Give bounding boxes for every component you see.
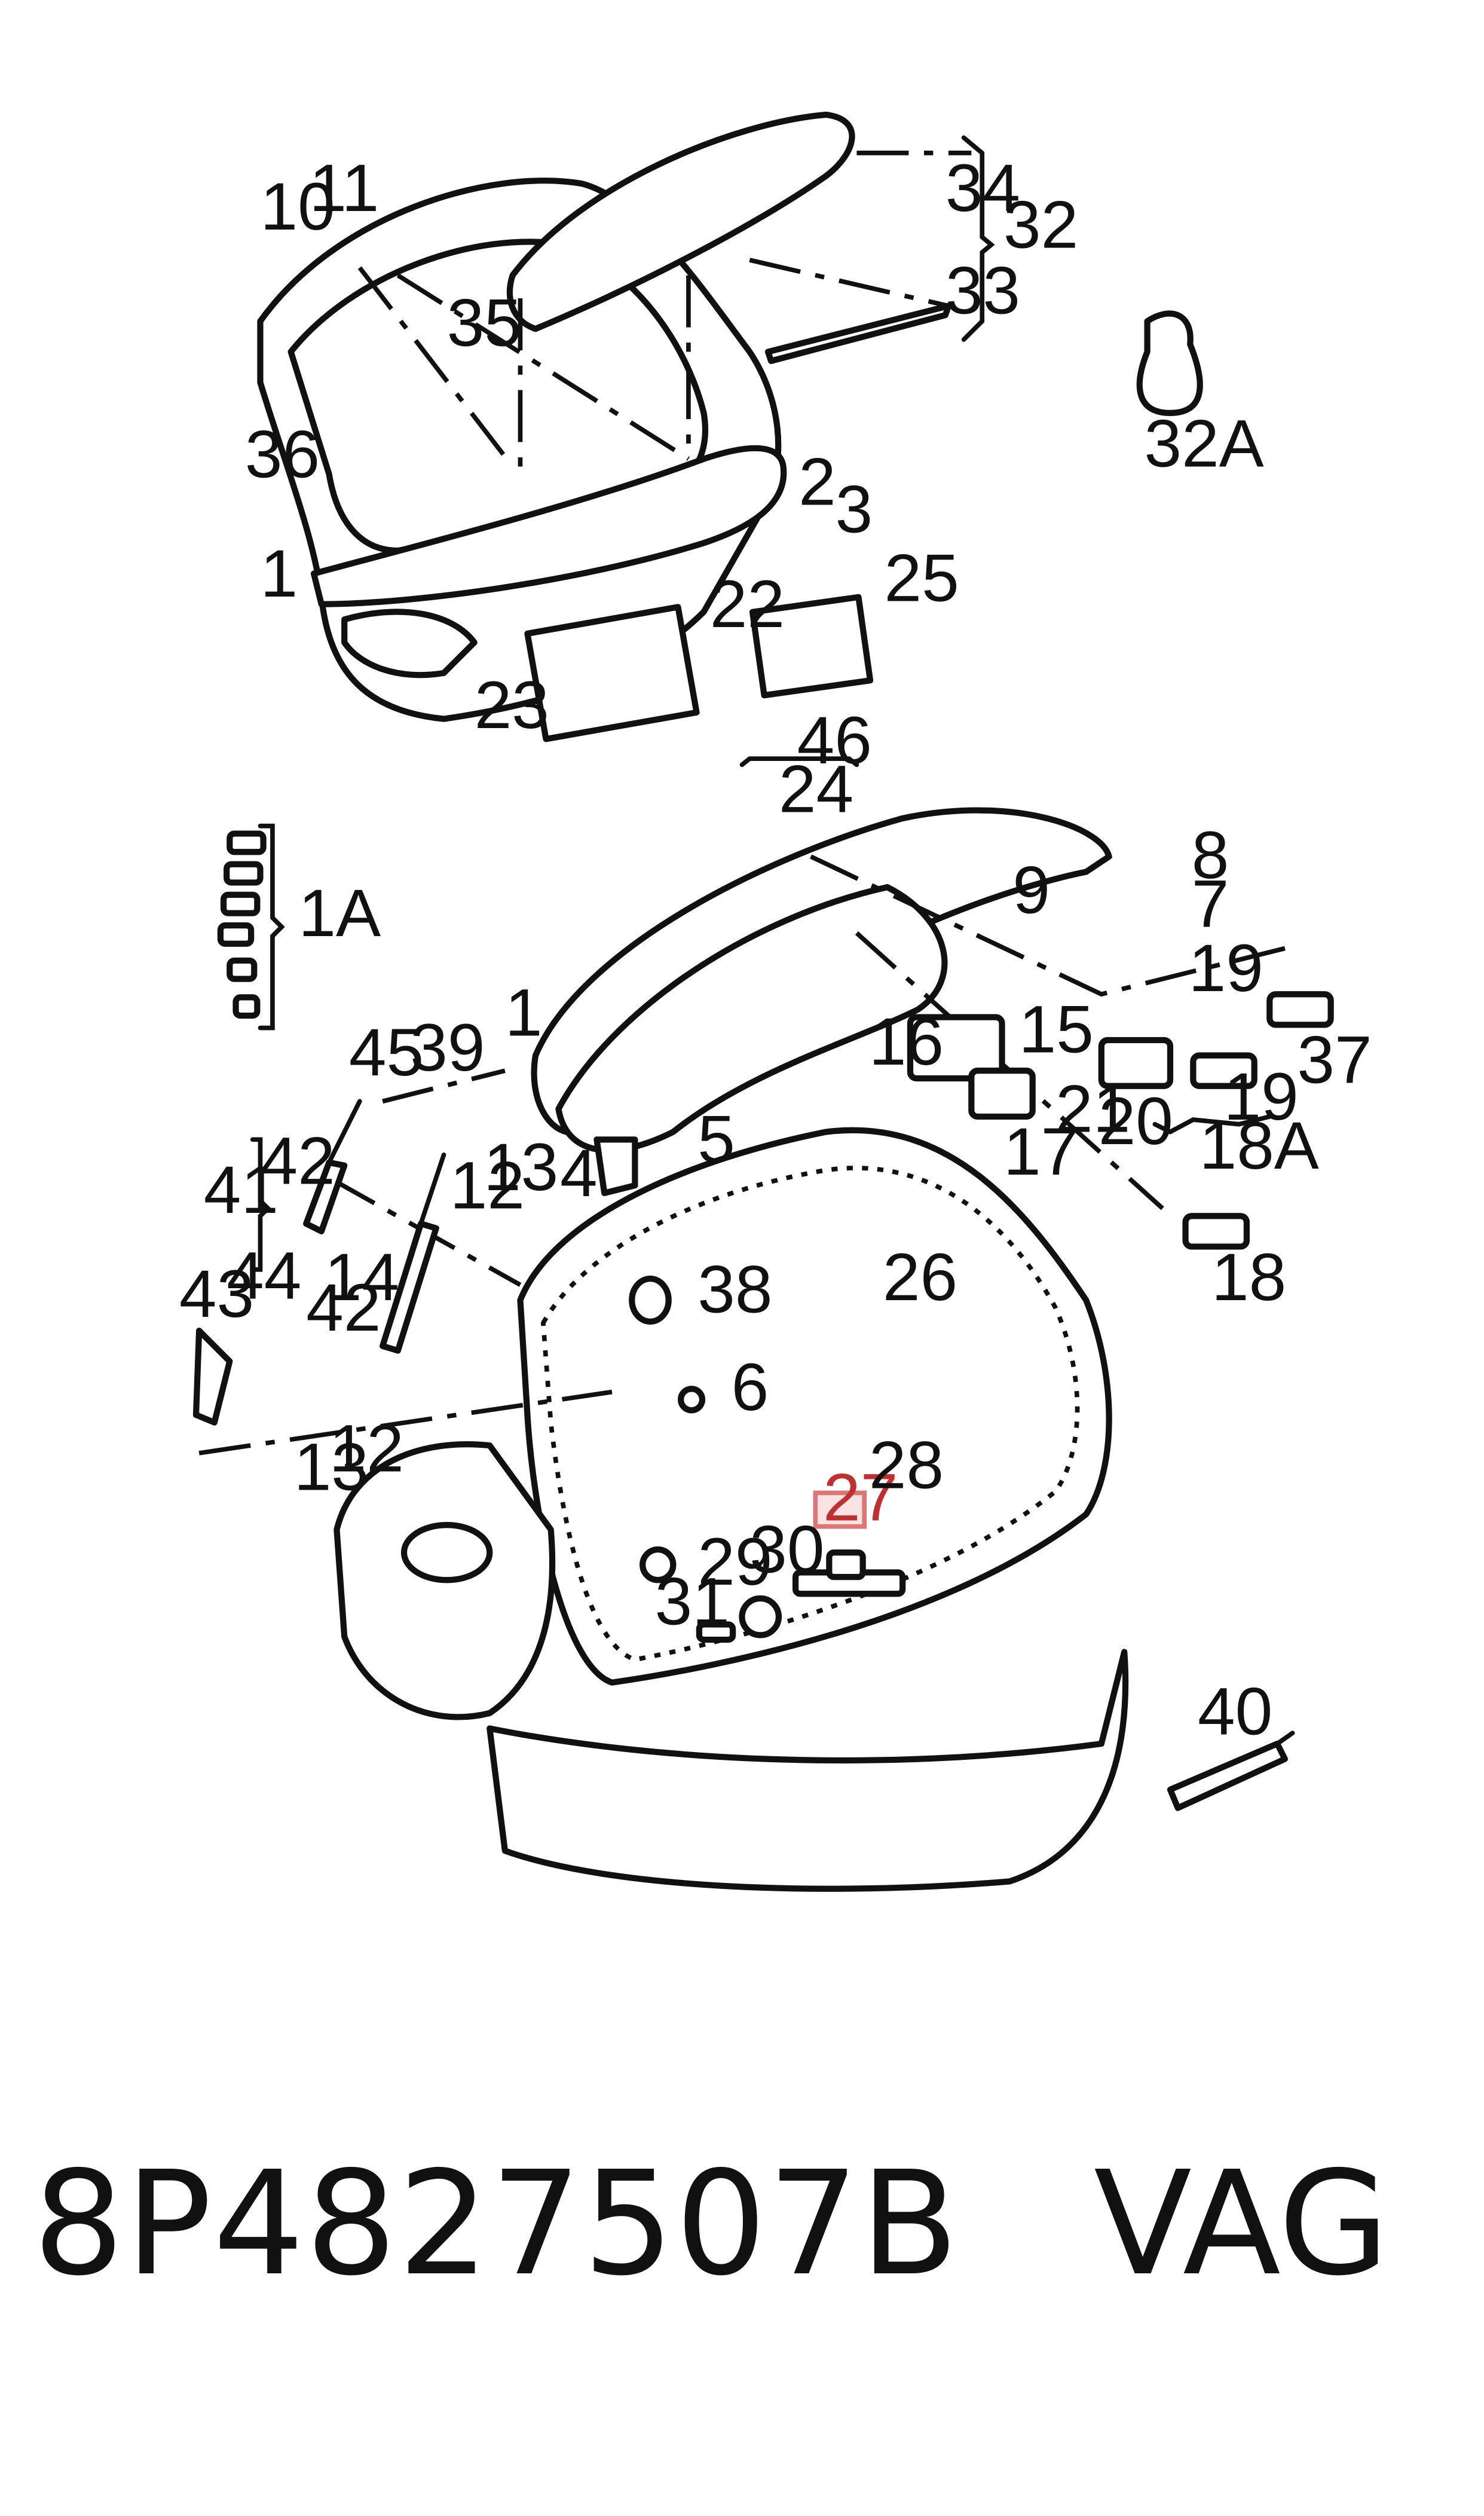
exploded-parts-diagram: 1 1 1A 2 3 4 5 6 7 8 9 10 11 12 12 13 13… [179, 111, 1372, 1892]
tailgate-lower-assembly [198, 807, 1286, 1892]
callout-11: 11 [309, 150, 379, 225]
callout-13-upper: 13 [484, 1129, 558, 1204]
callout-14: 14 [325, 1239, 399, 1314]
brand-label: VAG [1094, 2140, 1390, 2307]
group-brackets [250, 135, 1272, 1272]
callout-2: 2 [798, 444, 836, 519]
callout-20: 20 [1099, 1083, 1173, 1158]
callout-33: 33 [946, 253, 1020, 328]
callout-12-lower: 12 [329, 1411, 404, 1486]
callout-38: 38 [697, 1251, 772, 1326]
callout-26: 26 [883, 1239, 957, 1314]
small-parts [192, 830, 1334, 1811]
callout-10: 10 [260, 169, 335, 244]
callout-39: 39 [410, 1010, 485, 1085]
callout-35: 35 [447, 285, 522, 360]
callout-46: 46 [797, 702, 872, 778]
callout-labels: 1 1 1A 2 3 4 5 6 7 8 9 10 11 12 12 13 13… [179, 150, 1372, 1749]
callout-21: 21 [1055, 1071, 1130, 1147]
callout-1-upper: 1 [260, 536, 298, 611]
callout-27[interactable]: 27 [823, 1459, 898, 1534]
callout-15: 15 [1019, 991, 1094, 1066]
callout-3: 3 [836, 471, 873, 546]
callout-19-upper: 19 [1189, 930, 1263, 1005]
callout-24: 24 [779, 751, 853, 827]
callout-43: 43 [179, 1256, 254, 1331]
callout-42-upper: 42 [260, 1123, 335, 1199]
callout-9: 9 [1012, 852, 1050, 928]
callout-18: 18 [1211, 1239, 1286, 1314]
callout-22: 22 [710, 566, 785, 641]
callout-1a: 1A [298, 875, 381, 950]
callout-17: 17 [1003, 1114, 1078, 1189]
tailgate-upper-assembly [257, 111, 1203, 742]
callout-19-lower: 19 [1224, 1059, 1299, 1134]
callout-37: 37 [1297, 1022, 1372, 1097]
callout-30: 30 [749, 1511, 824, 1586]
callout-36: 36 [245, 416, 320, 491]
callout-32: 32 [1003, 187, 1078, 262]
part-number: 8P4827507B [33, 2140, 960, 2307]
callout-5: 5 [697, 1102, 735, 1177]
callout-31: 31 [655, 1563, 730, 1638]
callout-8: 8 [1192, 817, 1229, 892]
callout-12-upper: 12 [450, 1147, 525, 1222]
callout-44: 44 [227, 1237, 301, 1313]
callout-41: 41 [204, 1152, 279, 1227]
callout-6: 6 [732, 1349, 769, 1424]
callout-40: 40 [1198, 1674, 1272, 1749]
callout-25: 25 [884, 540, 959, 616]
callout-34: 34 [946, 150, 1020, 225]
callout-18a: 18A [1200, 1108, 1319, 1183]
callout-16: 16 [869, 1004, 944, 1079]
callout-32a: 32A [1144, 405, 1263, 481]
highlight-box [813, 1490, 867, 1529]
callout-45: 45 [349, 1014, 424, 1090]
callout-29: 29 [697, 1524, 772, 1599]
callout-42-lower: 42 [306, 1270, 381, 1345]
callout-4: 4 [560, 1135, 598, 1210]
callout-23: 23 [475, 667, 549, 742]
callout-7: 7 [1192, 866, 1229, 941]
callout-28: 28 [869, 1427, 944, 1503]
callout-13-lower: 13 [294, 1429, 369, 1504]
callout-1-lower: 1 [505, 974, 543, 1050]
